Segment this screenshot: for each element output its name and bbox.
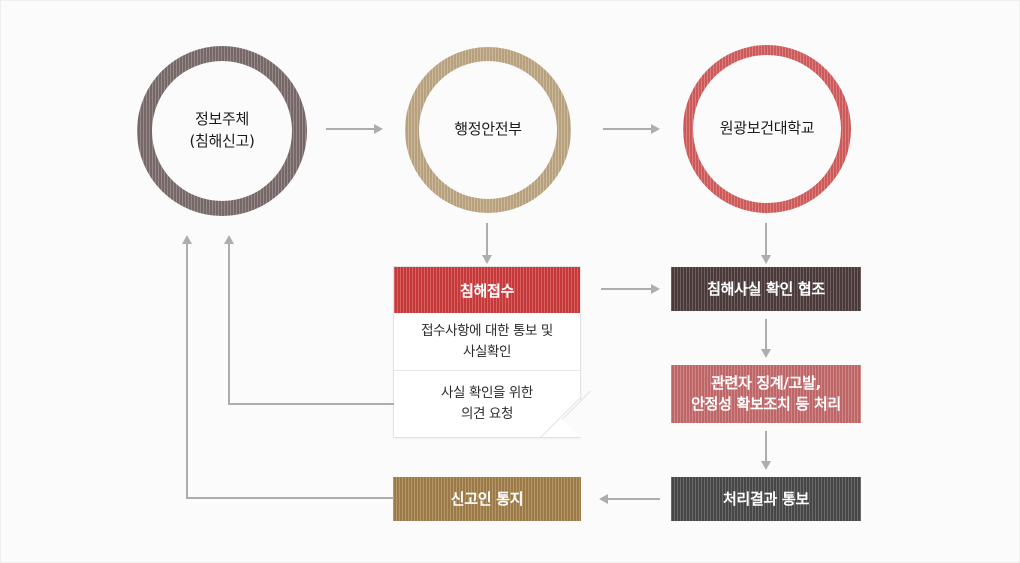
circle-node-university: 원광보건대학교 [683,45,851,213]
card-section-2-line1: 사실 확인을 위한 [441,385,533,402]
card-section-2-line2: 의견 요청 [461,406,513,422]
circle-university-line1: 원광보건대학교 [719,119,815,138]
circle-info-subject-line2: (침해신고) [189,132,255,150]
arrow-mois-to-university-line [603,128,651,130]
circle-mois-line1: 행정안전부 [454,120,522,139]
arrow-card-to-confirm-head [651,284,660,294]
feedback-opinion-line-vertical [228,244,230,405]
card-header-label: 침해접수 [459,281,514,300]
feedback-reporter-line-vertical [186,244,188,499]
box-confirm-cooperation: 침해사실 확인 협조 [671,267,861,311]
box-result-notice-label: 처리결과 통보 [723,489,809,508]
card-section-1-line2: 사실확인 [462,343,512,360]
arrow-info-subject-to-mois-line [326,128,374,130]
arrow-university-to-confirm-line [765,223,767,255]
feedback-opinion-line-horizontal [228,403,394,405]
card-breach-reception: 침해접수 접수사항에 대한 통보 및 사실확인 사실 확인을 위한 의견 요청 [393,266,620,448]
box-reporter-notice-label: 신고인 통지 [450,489,524,508]
box-confirm-cooperation-label: 침해사실 확인 협조 [707,279,825,298]
arrow-discipline-to-result-head [760,461,771,470]
circle-mois-label: 행정안전부 [419,61,557,199]
box-discipline-process-line1: 관련자 징계/고발, [711,374,821,392]
arrow-result-to-reporter-line [608,498,660,500]
feedback-reporter-line-horizontal [186,497,394,499]
card-section-opinion-request: 사실 확인을 위한 의견 요청 [394,371,580,437]
circle-node-mois: 행정안전부 [405,47,571,213]
arrow-discipline-to-result-line [765,431,767,461]
circle-info-subject-line1: 정보주체 [194,110,249,129]
box-discipline-process-line2: 안정성 확보조치 등 처리 [691,395,841,413]
arrow-mois-to-card-head [481,255,492,264]
circle-info-subject-label: 정보주체 (침해신고) [152,61,292,201]
card-header-breach-reception: 침해접수 [394,267,580,313]
card-section-notification: 접수사항에 대한 통보 및 사실확인 [394,313,580,370]
circle-node-info-subject: 정보주체 (침해신고) [137,46,307,216]
feedback-reporter-arrow-head [181,235,192,244]
arrow-confirm-to-discipline-head [760,349,771,358]
arrow-mois-to-university-head [651,124,660,134]
arrow-card-to-confirm-line [601,288,651,290]
arrow-mois-to-card-line [486,223,488,255]
arrow-confirm-to-discipline-line [765,319,767,349]
circle-university-label: 원광보건대학교 [693,55,841,203]
box-result-notice: 처리결과 통보 [671,477,861,521]
feedback-opinion-arrow-head [223,235,234,244]
card-divider [394,370,580,371]
arrow-university-to-confirm-head [760,255,771,264]
box-reporter-notice: 신고인 통지 [393,477,581,521]
box-discipline-process: 관련자 징계/고발, 안정성 확보조치 등 처리 [671,365,861,423]
card-section-1-line1: 접수사항에 대한 통보 및 [421,322,553,339]
arrow-info-subject-to-mois-head [374,124,383,134]
arrow-result-to-reporter-head [599,494,608,504]
